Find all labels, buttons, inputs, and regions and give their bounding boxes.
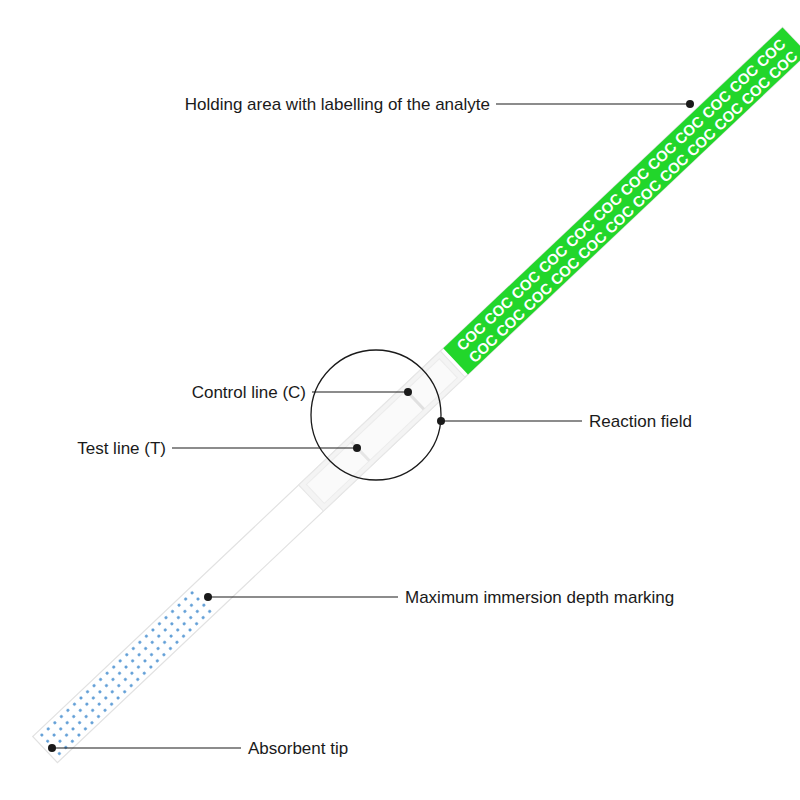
reaction-window <box>299 351 465 511</box>
analyte-marking: COC COC COC COC COC COC COC COC COC COC … <box>465 47 800 366</box>
part-label: Reaction field <box>589 412 692 432</box>
part-label: Maximum immersion depth marking <box>405 588 674 608</box>
reaction-circle <box>311 350 441 480</box>
leader-dots <box>48 100 694 752</box>
part-label: Holding area with labelling of the analy… <box>185 95 490 115</box>
immersion-dots <box>38 588 214 757</box>
analyte-marking: COC COC COC COC COC COC COC COC COC COC … <box>453 35 789 354</box>
test-line <box>351 442 369 461</box>
holding-area <box>443 27 800 374</box>
part-label: Test line (T) <box>77 439 166 459</box>
strip <box>33 27 800 762</box>
part-label: Control line (C) <box>192 383 306 403</box>
part-label: Absorbent tip <box>248 739 348 759</box>
